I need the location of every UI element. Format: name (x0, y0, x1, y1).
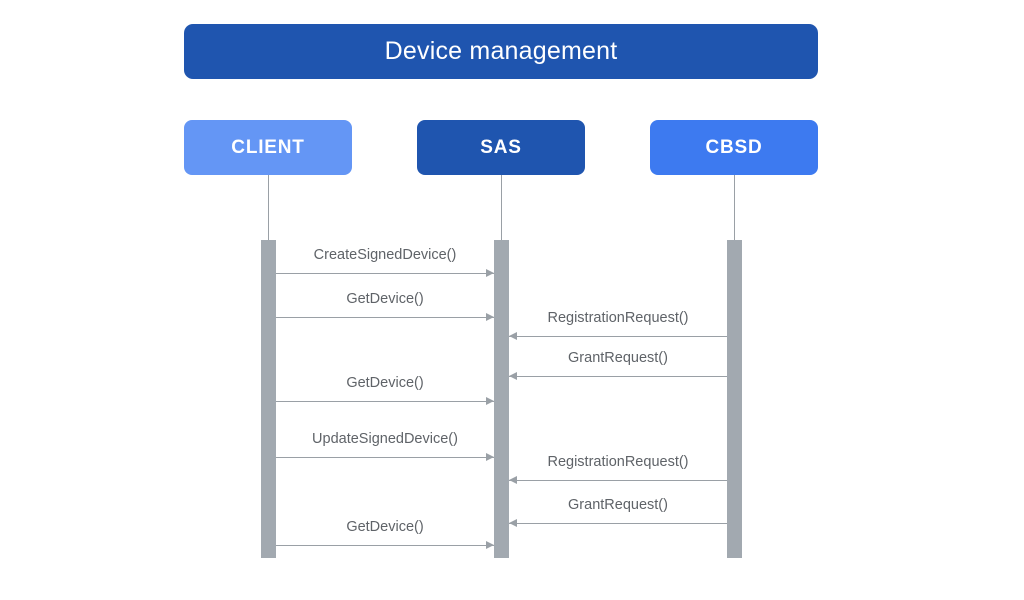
message-line (276, 401, 494, 402)
message-label: RegistrationRequest() (547, 310, 689, 326)
arrow-head-icon (486, 397, 494, 405)
message-arrow-2[interactable]: GetDevice() (276, 291, 494, 321)
message-label: CreateSignedDevice() (313, 247, 457, 263)
message-label: GetDevice() (346, 519, 424, 535)
arrow-head-icon (509, 332, 517, 340)
message-arrow-4[interactable]: GrantRequest() (509, 350, 727, 380)
message-label: GrantRequest() (568, 497, 668, 513)
participant-client[interactable]: CLIENT (184, 120, 352, 175)
message-line (509, 480, 727, 481)
message-line (276, 273, 494, 274)
message-label: UpdateSignedDevice() (312, 431, 458, 447)
participant-cbsd-label: CBSD (705, 136, 763, 158)
page-title: Device management (384, 37, 618, 65)
lifeline-cbsd (734, 175, 735, 241)
participant-cbsd[interactable]: CBSD (650, 120, 818, 175)
message-line (509, 376, 727, 377)
arrow-head-icon (509, 476, 517, 484)
participant-sas-label: SAS (480, 136, 522, 158)
arrow-head-icon (509, 372, 517, 380)
arrow-head-icon (509, 519, 517, 527)
activation-bar-cbsd (727, 240, 742, 558)
message-arrow-6[interactable]: UpdateSignedDevice() (276, 431, 494, 461)
message-arrow-7[interactable]: RegistrationRequest() (509, 454, 727, 484)
message-arrow-8[interactable]: GrantRequest() (509, 497, 727, 527)
message-line (509, 523, 727, 524)
arrow-head-icon (486, 453, 494, 461)
participant-client-label: CLIENT (231, 136, 305, 158)
participant-sas[interactable]: SAS (417, 120, 585, 175)
message-line (509, 336, 727, 337)
activation-bar-sas (494, 240, 509, 558)
lifeline-sas (501, 175, 502, 241)
message-label: RegistrationRequest() (547, 454, 689, 470)
arrow-head-icon (486, 313, 494, 321)
message-arrow-9[interactable]: GetDevice() (276, 519, 494, 549)
message-line (276, 545, 494, 546)
diagram-title-bar: Device management (184, 24, 818, 79)
message-label: GetDevice() (346, 291, 424, 307)
message-line (276, 317, 494, 318)
arrow-head-icon (486, 541, 494, 549)
message-arrow-3[interactable]: RegistrationRequest() (509, 310, 727, 340)
message-line (276, 457, 494, 458)
activation-bar-client (261, 240, 276, 558)
message-arrow-1[interactable]: CreateSignedDevice() (276, 247, 494, 277)
arrow-head-icon (486, 269, 494, 277)
message-label: GetDevice() (346, 375, 424, 391)
message-label: GrantRequest() (568, 350, 668, 366)
message-arrow-5[interactable]: GetDevice() (276, 375, 494, 405)
lifeline-client (268, 175, 269, 241)
